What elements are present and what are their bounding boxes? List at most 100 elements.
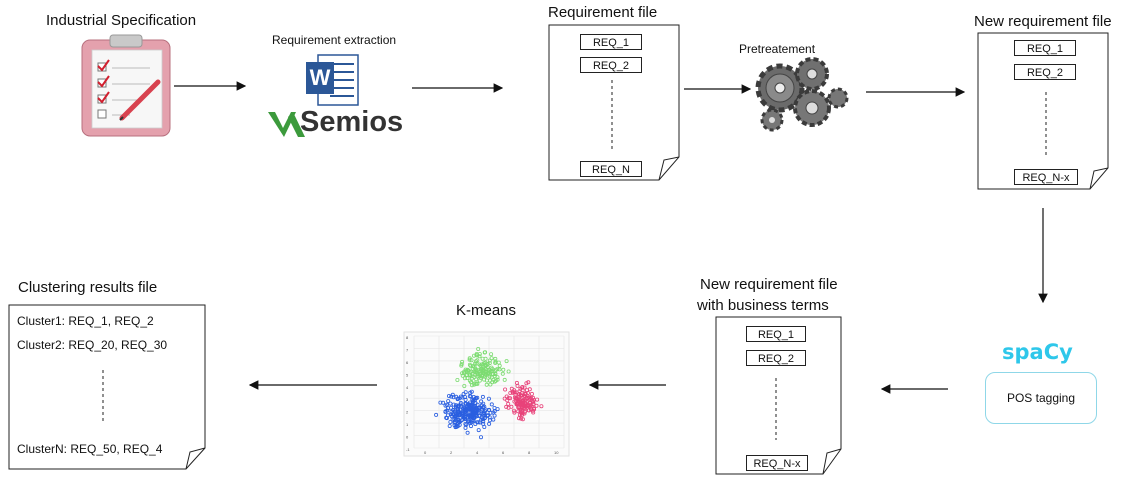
kmeans-point xyxy=(480,356,485,361)
kmeans-point xyxy=(503,387,508,392)
kmeans-point xyxy=(524,381,529,386)
kmeans-point xyxy=(493,356,498,361)
kmeans-point xyxy=(506,401,511,406)
kmeans-point xyxy=(477,352,482,357)
kmeans-point xyxy=(489,356,494,361)
kmeans-point xyxy=(446,393,451,398)
kmeans-point xyxy=(517,416,522,421)
kmeans-point xyxy=(486,396,491,401)
kmeans-point xyxy=(470,364,475,369)
kmeans-point xyxy=(468,403,473,408)
kmeans-point xyxy=(480,394,485,399)
kmeans-point xyxy=(469,369,474,374)
requirement-file-title: Requirement file xyxy=(548,4,658,21)
kmeans-point xyxy=(525,399,530,404)
kmeans-point xyxy=(493,360,498,365)
kmeans-y-tick: 4 xyxy=(406,385,409,390)
kmeans-point xyxy=(454,424,459,429)
kmeans-point xyxy=(472,403,477,408)
kmeans-point xyxy=(487,418,492,423)
kmeans-point xyxy=(464,372,469,377)
clustering-results-title: Clustering results file xyxy=(18,279,158,296)
kmeans-point xyxy=(438,400,443,405)
kmeans-point xyxy=(495,377,500,382)
kmeans-point xyxy=(534,403,539,408)
kmeans-point xyxy=(504,404,509,409)
cluster-line-1: Cluster1: REQ_1, REQ_2 xyxy=(17,314,154,328)
cluster-line-n: ClusterN: REQ_50, REQ_4 xyxy=(17,442,163,456)
kmeans-x-tick: 4 xyxy=(476,450,479,455)
kmeans-point xyxy=(522,406,527,411)
kmeans-point xyxy=(460,359,465,364)
kmeans-point xyxy=(460,371,465,376)
kmeans-point xyxy=(502,377,507,382)
kmeans-point xyxy=(484,370,489,375)
kmeans-point xyxy=(516,392,521,397)
kmeans-point xyxy=(512,408,517,413)
kmeans-point xyxy=(493,367,498,372)
kmeans-point xyxy=(495,375,500,380)
kmeans-point xyxy=(472,415,477,420)
kmeans-point xyxy=(476,346,481,351)
kmeans-point xyxy=(522,411,527,416)
kmeans-x-tick: 10 xyxy=(554,450,559,455)
kmeans-point xyxy=(450,417,455,422)
kmeans-point xyxy=(512,410,517,415)
kmeans-point xyxy=(473,401,478,406)
kmeans-point xyxy=(489,352,494,357)
kmeans-point xyxy=(520,393,525,398)
kmeans-y-tick: 0 xyxy=(406,435,409,440)
kmeans-point xyxy=(487,421,492,426)
kmeans-point xyxy=(462,376,467,381)
clustering-results-file-document xyxy=(8,304,206,470)
kmeans-point xyxy=(461,391,466,396)
kmeans-point xyxy=(497,367,502,372)
kmeans-point xyxy=(482,413,487,418)
kmeans-point xyxy=(456,403,461,408)
business-file-title-line2: with business terms xyxy=(697,297,829,314)
kmeans-point xyxy=(454,394,459,399)
semios-logo-icon xyxy=(268,112,305,137)
kmeans-point xyxy=(463,408,468,413)
kmeans-point xyxy=(446,399,451,404)
kmeans-point xyxy=(467,357,472,362)
kmeans-point xyxy=(486,367,491,372)
kmeans-point xyxy=(485,413,490,418)
kmeans-point xyxy=(472,413,477,418)
kmeans-x-tick: 8 xyxy=(528,450,531,455)
kmeans-point xyxy=(450,392,455,397)
kmeans-point xyxy=(529,391,534,396)
kmeans-point xyxy=(455,410,460,415)
kmeans-point xyxy=(527,387,532,392)
kmeans-point xyxy=(517,412,522,417)
kmeans-point xyxy=(477,420,482,425)
kmeans-point xyxy=(487,361,492,366)
kmeans-point xyxy=(474,368,479,373)
kmeans-point xyxy=(501,367,506,372)
kmeans-point xyxy=(539,404,544,409)
kmeans-point xyxy=(451,402,456,407)
req-file-item-1: REQ_1 xyxy=(580,34,642,50)
kmeans-point xyxy=(469,383,474,388)
kmeans-point xyxy=(470,397,475,402)
kmeans-point xyxy=(515,383,520,388)
kmeans-point xyxy=(488,382,493,387)
kmeans-point xyxy=(452,407,457,412)
kmeans-point xyxy=(467,378,472,383)
kmeans-point xyxy=(471,408,476,413)
kmeans-y-tick: 1 xyxy=(406,422,409,427)
kmeans-point xyxy=(446,406,451,411)
kmeans-point xyxy=(481,361,486,366)
kmeans-point xyxy=(481,421,486,426)
pos-tagging-box: POS tagging xyxy=(985,372,1097,424)
kmeans-y-tick: 7 xyxy=(406,347,409,352)
kmeans-point xyxy=(459,362,464,367)
kmeans-point xyxy=(479,399,484,404)
kmeans-title: K-means xyxy=(456,302,517,319)
kmeans-point xyxy=(483,407,488,412)
kmeans-point xyxy=(497,363,502,368)
kmeans-point xyxy=(465,367,470,372)
kmeans-y-tick: 2 xyxy=(406,410,409,415)
kmeans-point xyxy=(473,359,478,364)
kmeans-x-tick: 0 xyxy=(424,450,427,455)
